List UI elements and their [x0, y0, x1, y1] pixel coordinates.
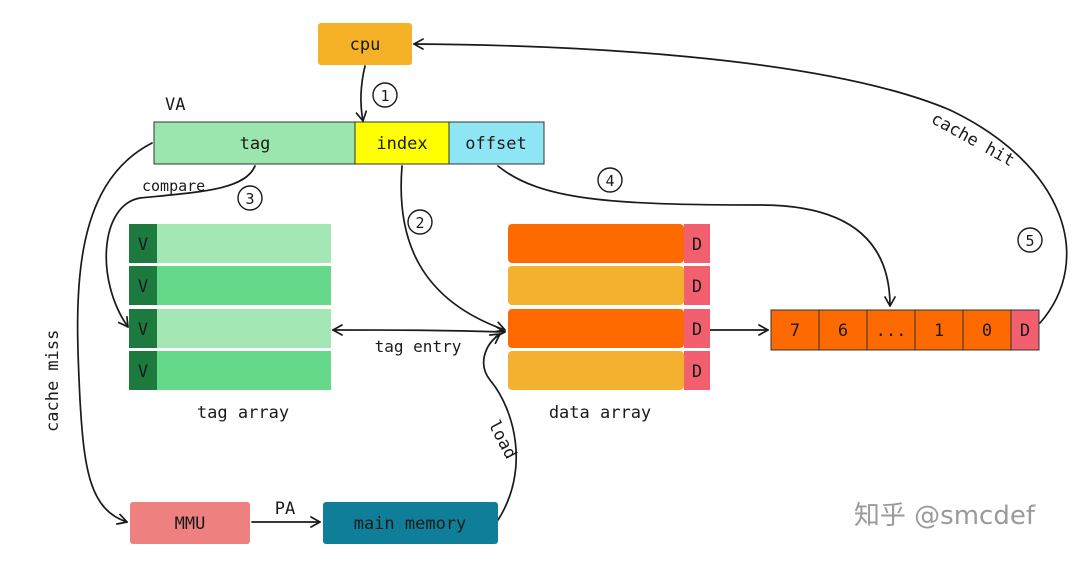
- valid-bit-label: V: [138, 320, 148, 340]
- line-byte-label: 0: [982, 321, 992, 341]
- arrows: [76, 38, 1068, 528]
- step-label: 5: [1025, 232, 1034, 250]
- line-byte-cell: [962, 309, 1012, 351]
- watermark: 知乎 @smcdef: [854, 501, 1036, 531]
- cpu-node: cpu: [318, 23, 412, 65]
- tag-field-label: tag: [240, 134, 271, 154]
- arrow-cache-miss: [76, 142, 153, 525]
- valid-bit-label: V: [138, 362, 148, 382]
- arrow-compare-to-tag-array: [105, 165, 256, 328]
- tag-array-label: tag array: [197, 403, 289, 423]
- line-dirty-bit-label: D: [1020, 321, 1030, 341]
- valid-bit-label: V: [138, 235, 148, 255]
- arrow-index-to-data-array: [400, 165, 506, 333]
- cache-miss-label: cache miss: [43, 330, 63, 432]
- dirty-bit-label: D: [692, 362, 702, 382]
- arrow-offset-to-cache-line: [497, 165, 896, 307]
- arrow-load: [482, 333, 518, 521]
- data-array: D D D D: [508, 224, 710, 390]
- line-dirty-bit: [1010, 309, 1040, 351]
- arrow-cpu-to-index: [355, 65, 368, 122]
- tag-row: [129, 351, 331, 390]
- mmu-box: [130, 502, 250, 544]
- data-row: [508, 351, 684, 390]
- dirty-bit-label: D: [692, 235, 702, 255]
- offset-field-label: offset: [465, 134, 526, 154]
- data-row: [508, 224, 684, 263]
- pa-label: PA: [275, 499, 295, 519]
- dirty-bit: [684, 224, 710, 263]
- va-label: VA: [165, 95, 185, 115]
- line-byte-label: ...: [876, 321, 907, 341]
- tag-row: [129, 309, 331, 348]
- cache-hit-label: cache hit: [928, 109, 1018, 171]
- line-byte-cell: [818, 309, 868, 351]
- line-byte-label: 7: [790, 321, 800, 341]
- arrow-cache-hit-to-cpu: [413, 38, 1068, 324]
- step-label: 1: [380, 87, 389, 105]
- step-circle: [372, 82, 398, 108]
- dirty-bit: [684, 351, 710, 390]
- cpu-label: cpu: [350, 35, 381, 55]
- line-byte-cell: [914, 309, 964, 351]
- tag-row: [129, 266, 331, 305]
- virtual-address: tag index offset: [153, 121, 545, 165]
- tag-entry-label: tag entry: [375, 337, 462, 356]
- line-byte-label: 1: [934, 321, 944, 341]
- step-label: 2: [415, 214, 424, 232]
- line-byte-cell: [866, 309, 916, 351]
- mmu-label: MMU: [175, 514, 206, 534]
- compare-label: compare: [142, 177, 205, 195]
- data-array-label: data array: [549, 403, 651, 423]
- valid-bit: [129, 309, 157, 348]
- step-label: 3: [245, 190, 254, 208]
- tag-field: [153, 121, 356, 165]
- offset-field: [448, 121, 545, 165]
- valid-bit-label: V: [138, 277, 148, 297]
- dirty-bit-label: D: [692, 320, 702, 340]
- main-memory-node: main memory: [323, 502, 498, 544]
- line-byte-label: 6: [838, 321, 848, 341]
- step-circle: [237, 185, 263, 211]
- dirty-bit-label: D: [692, 277, 702, 297]
- step-label: 4: [605, 172, 614, 190]
- cpu-box: [318, 23, 412, 65]
- dirty-bit: [684, 266, 710, 305]
- step-circle: [407, 209, 433, 235]
- index-field-label: index: [376, 134, 427, 154]
- dirty-bit: [684, 309, 710, 348]
- step-circle: [597, 167, 623, 193]
- mmu-node: MMU: [130, 502, 250, 544]
- index-field: [354, 121, 450, 165]
- valid-bit: [129, 266, 157, 305]
- arrow-tag-entry: [332, 324, 506, 338]
- valid-bit: [129, 351, 157, 390]
- main-memory-box: [323, 502, 498, 544]
- tag-array: V V V V: [129, 224, 331, 390]
- step-markers: 1 2 3 4 5: [237, 82, 1043, 253]
- main-memory-label: main memory: [354, 514, 467, 534]
- step-circle: [1017, 227, 1043, 253]
- data-row: [508, 266, 684, 305]
- tag-row: [129, 224, 331, 263]
- cache-line: 7 6 ... 1 0 D: [770, 309, 1040, 351]
- valid-bit: [129, 224, 157, 263]
- data-row: [508, 309, 684, 348]
